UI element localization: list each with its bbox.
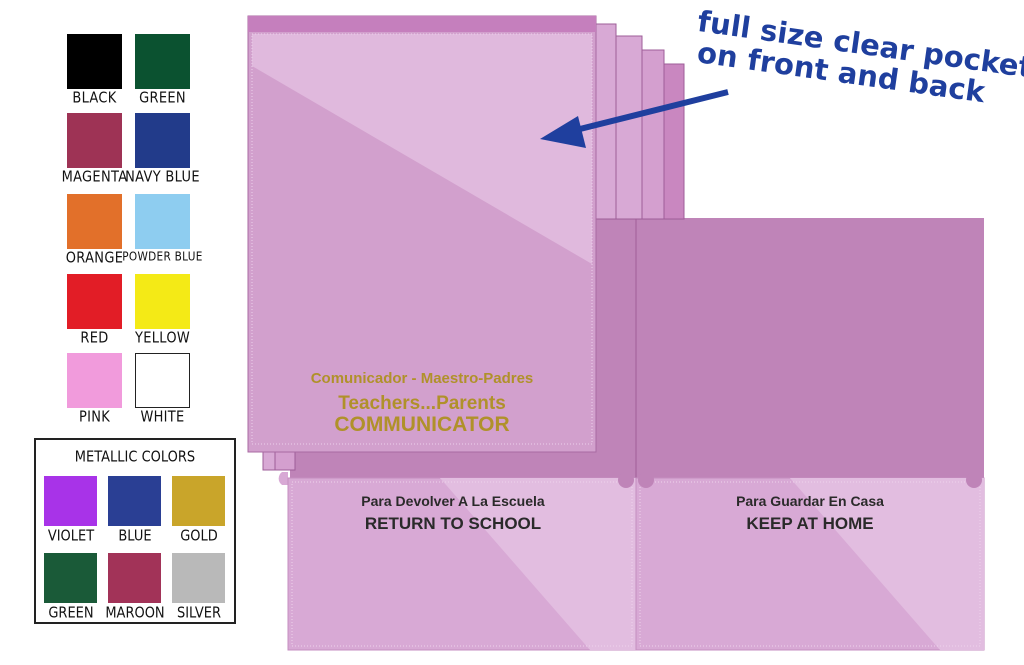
metallic-swatch-violet bbox=[44, 476, 97, 526]
swatch-powder-blue bbox=[135, 194, 190, 249]
metallic-colors-box: METALLIC COLORS VIOLET BLUE GOLD GREEN MAROO… bbox=[34, 438, 236, 624]
metallic-swatch-label: VIOLET bbox=[47, 527, 95, 546]
front-title-communicator: COMMUNICATOR bbox=[334, 413, 510, 436]
left-pocket-label-english: RETURN TO SCHOOL bbox=[364, 514, 542, 533]
swatch-white bbox=[135, 353, 190, 408]
swatch-label: MAGENTA bbox=[61, 168, 128, 187]
swatch-red bbox=[67, 274, 122, 329]
metallic-swatch-label: MAROON bbox=[105, 604, 165, 623]
metallic-swatch-label: SILVER bbox=[176, 604, 222, 623]
swatch-magenta bbox=[67, 113, 122, 168]
front-cover bbox=[247, 15, 597, 453]
swatch-green bbox=[135, 34, 190, 89]
metallic-swatch-label: BLUE bbox=[118, 527, 152, 546]
swatch-label: RED bbox=[80, 329, 109, 348]
swatch-label: POWDER BLUE bbox=[122, 250, 203, 264]
metallic-swatch-blue bbox=[108, 476, 161, 526]
metallic-swatch-gold bbox=[172, 476, 225, 526]
right-pocket bbox=[635, 472, 985, 651]
swatch-navy-blue bbox=[135, 113, 190, 168]
swatch-orange bbox=[67, 194, 122, 249]
right-pocket-label-english: KEEP AT HOME bbox=[746, 514, 874, 533]
metallic-swatch-green bbox=[44, 553, 97, 603]
swatch-label: PINK bbox=[78, 408, 111, 427]
swatch-black bbox=[67, 34, 122, 89]
swatch-label: BLACK bbox=[72, 89, 117, 108]
right-pocket-label-spanish: Para Guardar En Casa bbox=[736, 493, 884, 509]
metallic-title: METALLIC COLORS bbox=[74, 448, 196, 467]
swatch-label: GREEN bbox=[139, 89, 186, 108]
stacked-folders bbox=[262, 23, 685, 471]
front-title-english: Teachers...Parents bbox=[338, 393, 506, 414]
swatch-label: ORANGE bbox=[65, 249, 124, 268]
swatch-yellow bbox=[135, 274, 190, 329]
swatch-label: NAVY BLUE bbox=[125, 168, 200, 187]
swatch-pink bbox=[67, 353, 122, 408]
metallic-swatch-label: GOLD bbox=[180, 527, 218, 546]
metallic-swatch-silver bbox=[172, 553, 225, 603]
metallic-swatch-label: GREEN bbox=[48, 604, 94, 623]
swatch-label: WHITE bbox=[140, 408, 185, 427]
metallic-swatch-maroon bbox=[108, 553, 161, 603]
left-pocket bbox=[278, 472, 637, 651]
swatch-label: YELLOW bbox=[134, 329, 191, 348]
callout-arrow bbox=[540, 89, 729, 148]
left-pocket-label-spanish: Para Devolver A La Escuela bbox=[361, 493, 545, 509]
front-title-spanish: Comunicador - Maestro-Padres bbox=[310, 370, 534, 387]
